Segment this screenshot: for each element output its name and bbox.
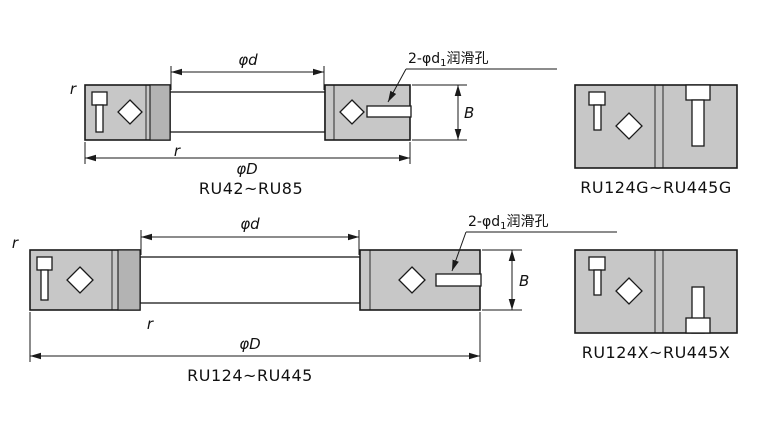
radius-label: r [12, 234, 19, 252]
lube-note-suffix: 润滑孔 [506, 213, 548, 230]
width-label: B [519, 272, 529, 290]
lube-note-subscript: 1 [440, 58, 446, 69]
lube-hole-callout: 2-φd1润滑孔 [387, 50, 557, 103]
roller-insert-plug [91, 91, 108, 106]
lube-note-text: 2-φd1润滑孔 [468, 213, 548, 232]
diagram-ru124x-ru445x: RU124X~RU445X [574, 249, 738, 362]
diagram-ru42-ru85: φd φD B r r 2-φd1润滑孔 RU42~RU85 [70, 50, 557, 198]
plug-slot [40, 269, 49, 301]
bearing-section-geometry [84, 84, 412, 141]
counterbore [685, 317, 711, 334]
inner-ring-section [169, 91, 326, 133]
inner-ring-section [139, 256, 361, 304]
lube-note-text: 2-φd1润滑孔 [408, 50, 488, 69]
radius-label: r [147, 315, 154, 333]
model-label: RU42~RU85 [199, 179, 303, 198]
outer-diameter-label: φD [239, 335, 260, 353]
crossed-roller-right [398, 266, 426, 294]
leader-arrow [451, 231, 467, 272]
dim-width: B [482, 249, 529, 311]
roller-insert-plug [588, 256, 606, 271]
width-label: B [464, 104, 474, 122]
ring-seam-band [149, 84, 171, 141]
model-label: RU124G~RU445G [580, 178, 731, 197]
dim-outer-diameter: φD [29, 312, 481, 362]
dim-bore-diameter: φd [140, 215, 360, 255]
bore-diameter-label: φd [240, 215, 260, 233]
diagram-ru124g-ru445g: RU124G~RU445G [574, 84, 738, 197]
lube-hole-callout: 2-φd1润滑孔 [451, 213, 617, 272]
outer-diameter-label: φD [236, 160, 257, 178]
lube-note-suffix: 润滑孔 [446, 50, 488, 67]
lube-note-prefix: 2-φd [408, 51, 440, 67]
radius-label: r [70, 80, 77, 98]
lubrication-hole [435, 273, 482, 287]
lube-note-prefix: 2-φd [468, 214, 500, 230]
roller-insert-plug [588, 91, 606, 106]
counterbore [685, 84, 711, 101]
model-label: RU124~RU445 [187, 366, 313, 385]
bore-diameter-label: φd [238, 51, 258, 69]
plug-slot [95, 104, 104, 133]
dim-width: B [412, 84, 474, 141]
dim-bore-diameter: φd [170, 51, 325, 90]
diagram-ru124-ru445: φd 2-φd1润滑孔 B φD r r RU124~RU445 [12, 213, 617, 385]
plug-slot [593, 269, 602, 296]
dim-outer-diameter: φD [84, 142, 411, 178]
model-label: RU124X~RU445X [582, 343, 731, 362]
roller-insert-plug [36, 256, 53, 271]
mounting-hole [691, 99, 705, 147]
lubrication-hole [366, 105, 412, 118]
ring-seam-band [117, 249, 141, 311]
crossed-roller-right [339, 99, 365, 125]
crossed-roller-left [117, 99, 143, 125]
crossed-roller [615, 277, 643, 305]
lube-note-subscript: 1 [500, 221, 506, 232]
bearing-section-geometry [29, 249, 482, 311]
crossed-roller-left [66, 266, 94, 294]
plug-slot [593, 104, 602, 131]
leader-arrow [387, 68, 407, 103]
crossed-roller [615, 112, 643, 140]
radius-label: r [174, 142, 181, 160]
